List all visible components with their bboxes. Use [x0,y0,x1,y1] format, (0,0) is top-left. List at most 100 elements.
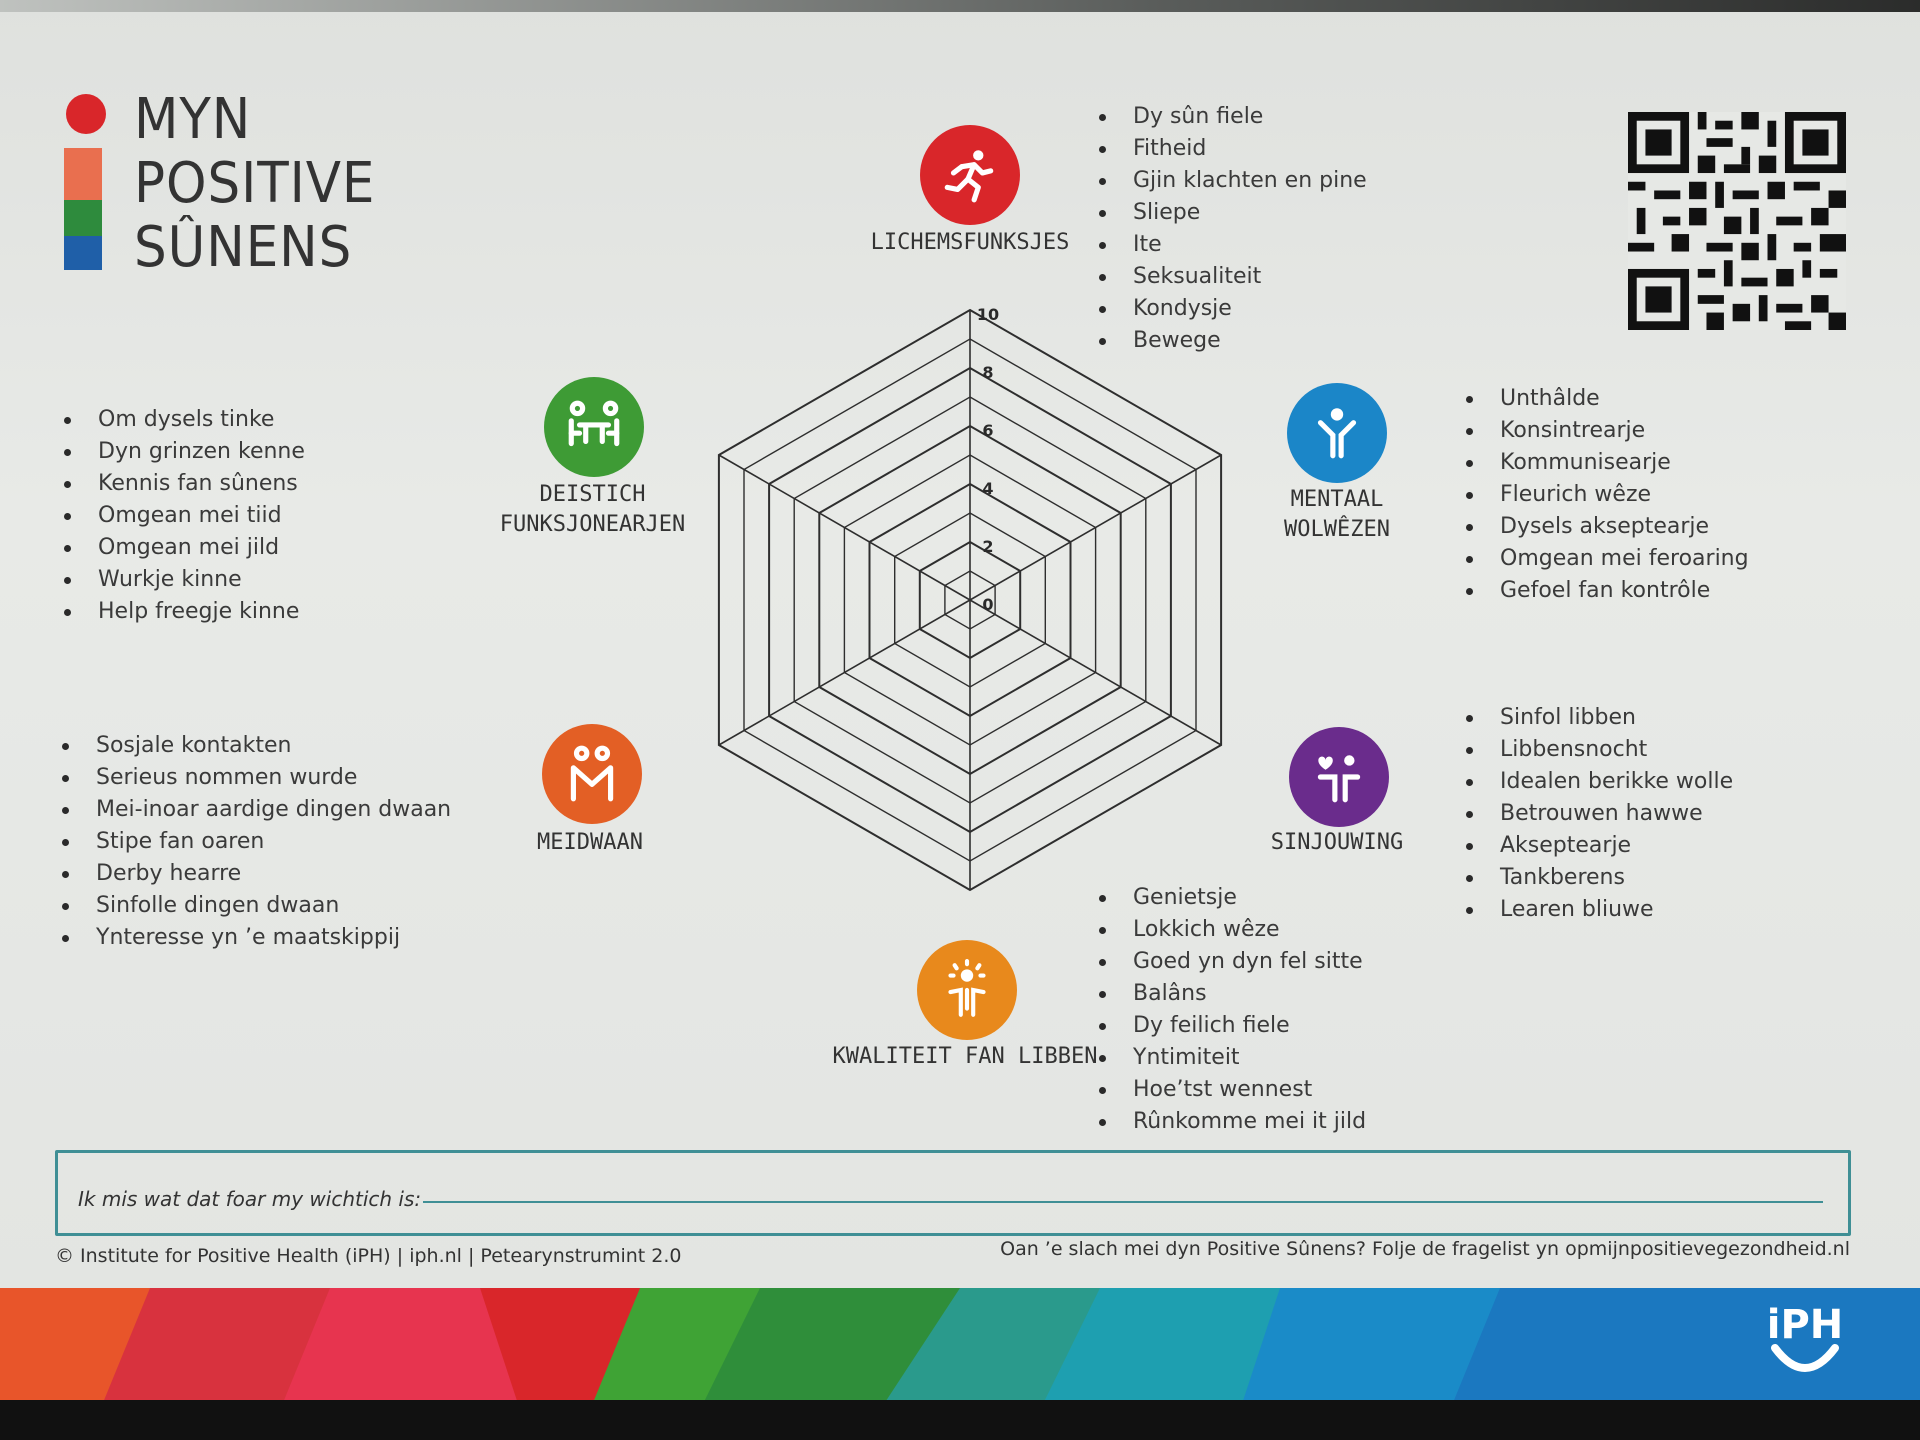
list-item: Stipe fan oaren [58,826,451,858]
sun-person-icon [948,959,986,1017]
list-item: Dysels akseptearje [1462,511,1749,543]
mentaal-icon-circle [1287,383,1387,483]
mentaal-title-line-1: MENTAAL [1290,487,1384,512]
lichemsfunksjes-list: Dy sûn fiele Fitheid Gjin klachten en pi… [1095,101,1367,357]
list-item: Fitheid [1095,133,1367,165]
list-item: Ite [1095,229,1367,261]
kwaliteit-list: Genietsje Lokkich wêze Goed yn dyn fel s… [1095,882,1366,1138]
radar-tick-label: 0 [982,595,993,614]
list-item: Learen bliuwe [1462,894,1733,926]
missing-input-box: Ik mis wat dat foar my wichtich is: [55,1150,1851,1236]
screen-bottom-edge [0,1400,1920,1440]
running-person-icon [944,150,994,203]
list-item: Om dysels tinke [60,404,305,436]
list-item: Tankberens [1462,862,1733,894]
list-item: Balâns [1095,978,1366,1010]
radar-spoke [969,599,1222,746]
logo-line-3: SÛNENS [134,215,353,280]
list-item: Hoe’tst wennest [1095,1074,1366,1106]
list-item: Bewege [1095,325,1367,357]
list-item: Mei-inoar aardige dingen dwaan [58,794,451,826]
top-edge [0,0,1920,12]
list-item: Kommunisearje [1462,447,1749,479]
meidwaan-icon-circle [542,724,642,824]
list-item: Sliepe [1095,197,1367,229]
list-item: Derby hearre [58,858,451,890]
list-item: Gjin klachten en pine [1095,165,1367,197]
list-item: Ynteresse yn ’e maatskippij [58,922,451,954]
missing-write-line[interactable] [423,1201,1823,1203]
list-item: Idealen berikke wolle [1462,766,1733,798]
card-sheet: MYN POSITIVE SÛNENS 0 2 4 6 8 10 [0,0,1920,1290]
meidwaan-title: MEIDWAAN [537,830,643,855]
list-item: Kennis fan sûnens [60,468,305,500]
radar-tick-label: 10 [977,305,999,324]
list-item: Yntimiteit [1095,1042,1366,1074]
logo-red-dot [66,94,106,134]
logo-bar-blue [64,236,102,270]
list-item: Betrouwen hawwe [1462,798,1733,830]
myn-positive-sunens-logo: MYN POSITIVE SÛNENS [62,88,422,288]
deistich-title: DEISTICH FUNKSJONEARJEN [470,480,715,540]
deistich-icon-circle [544,377,644,477]
logo-bar-orange [64,148,102,200]
list-item: Omgean mei jild [60,532,305,564]
list-item: Rûnkomme mei it jild [1095,1106,1366,1138]
list-item: Sosjale kontakten [58,730,451,762]
person-arms-up-icon [1317,408,1357,459]
list-item: Help freegje kinne [60,596,305,628]
deistich-list: Om dysels tinke Dyn grinzen kenne Kennis… [60,404,305,628]
lichemsfunksjes-icon-circle [920,125,1020,225]
list-item: Dy sûn fiele [1095,101,1367,133]
list-item: Kondysje [1095,293,1367,325]
kwaliteit-title: KWALITEIT FAN LIBBEN [832,1044,1098,1069]
radar-tick-label: 8 [982,363,993,382]
radar-tick-label: 4 [982,479,993,498]
group-people-icon [570,745,614,802]
list-item: Lokkich wêze [1095,914,1366,946]
list-item: Unthâlde [1462,383,1749,415]
list-item: Serieus nommen wurde [58,762,451,794]
list-item: Akseptearje [1462,830,1733,862]
deistich-title-line-2: FUNKSJONEARJEN [499,512,686,537]
radar-tick-label: 2 [982,537,993,556]
list-item: Dyn grinzen kenne [60,436,305,468]
lichemsfunksjes-title: LICHEMSFUNKSJES [870,230,1070,255]
logo-bar-green [64,200,102,236]
radar-spoke [718,599,971,746]
list-item: Goed yn dyn fel sitte [1095,946,1366,978]
qr-code[interactable] [1628,112,1846,330]
list-item: Fleurich wêze [1462,479,1749,511]
list-item: Genietsje [1095,882,1366,914]
color-band-decoration [0,1288,1920,1410]
mentaal-title: MENTAAL WOLWÊZEN [1237,485,1437,545]
radar-tick-labels: 0 2 4 6 8 10 [977,305,999,614]
radar-spoke [718,454,971,601]
radar-chart: 0 2 4 6 8 10 [717,305,1223,892]
sinjouwing-title: SINJOUWING [1270,830,1404,855]
footer-copyright: © Institute for Positive Health (iPH) | … [55,1245,682,1267]
mentaal-list: Unthâlde Konsintrearje Kommunisearje Fle… [1462,383,1749,607]
people-at-table-icon [568,400,620,447]
radar-tick-label: 6 [982,421,993,440]
list-item: Omgean mei feroaring [1462,543,1749,575]
logo-line-2: POSITIVE [134,151,376,216]
missing-label: Ik mis wat dat foar my wichtich is: [78,1187,422,1211]
list-item: Libbensnocht [1462,734,1733,766]
kwaliteit-icon-circle [917,940,1017,1040]
radar-spokes [718,310,1222,890]
logo-line-1: MYN [134,87,252,152]
list-item: Sinfolle dingen dwaan [58,890,451,922]
radar-spoke [969,454,1222,601]
person-heart-icon [1317,755,1361,803]
list-item: Seksualiteit [1095,261,1367,293]
sinjouwing-icon-circle [1289,727,1389,827]
mentaal-title-line-2: WOLWÊZEN [1284,517,1390,542]
iph-logo: iPH [1767,1302,1844,1372]
iph-logo-text: iPH [1767,1302,1844,1348]
list-item: Gefoel fan kontrôle [1462,575,1749,607]
footer-cta: Oan ’e slach mei dyn Positive Sûnens? Fo… [1000,1238,1850,1260]
list-item: Wurkje kinne [60,564,305,596]
sinjouwing-list: Sinfol libben Libbensnocht Idealen berik… [1462,702,1733,926]
deistich-title-line-1: DEISTICH [539,482,646,507]
